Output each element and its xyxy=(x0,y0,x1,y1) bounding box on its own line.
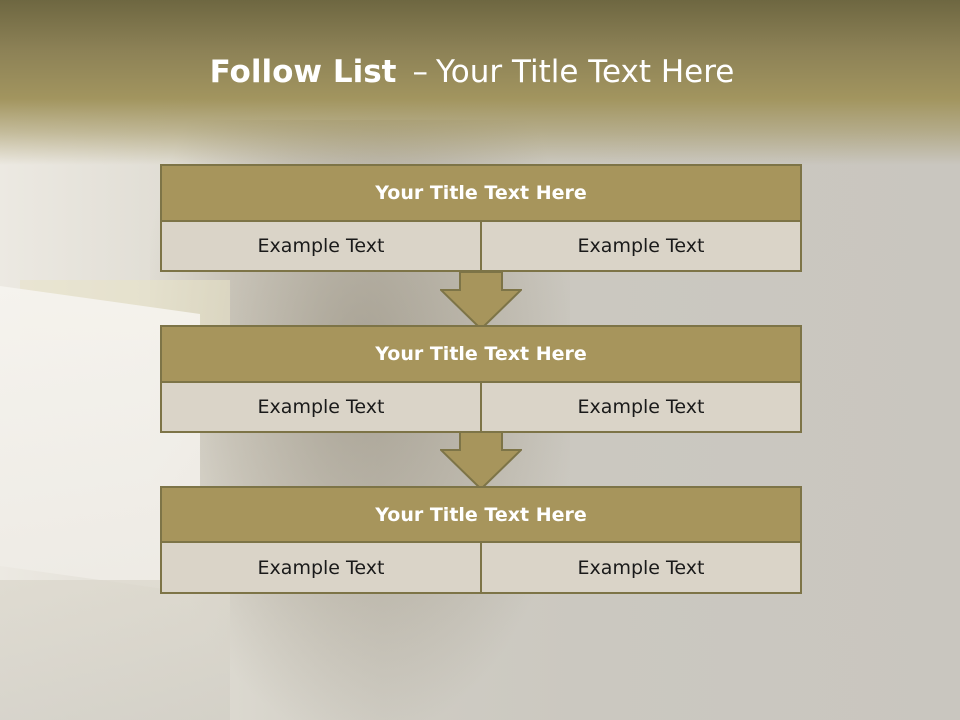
step-block-3: Your Title Text Here Example Text Exampl… xyxy=(160,486,802,594)
step-1-right-cell: Example Text xyxy=(480,222,800,270)
slide-title: Follow List–Your Title Text Here xyxy=(0,54,944,90)
slide-title-strong: Follow List xyxy=(209,54,397,90)
step-1-left-cell: Example Text xyxy=(162,222,480,270)
step-2-left-cell: Example Text xyxy=(162,383,480,431)
header-band xyxy=(0,0,960,165)
step-title-3: Your Title Text Here xyxy=(162,488,800,543)
step-row-2: Example Text Example Text xyxy=(162,383,800,431)
step-2-right-cell: Example Text xyxy=(480,383,800,431)
step-block-2: Your Title Text Here Example Text Exampl… xyxy=(160,325,802,433)
background-bag-bottom xyxy=(0,580,230,720)
slide-title-dash: – xyxy=(412,54,428,90)
step-title-2: Your Title Text Here xyxy=(162,327,800,383)
step-row-3: Example Text Example Text xyxy=(162,543,800,592)
down-arrow-icon-1 xyxy=(440,272,522,330)
step-block-1: Your Title Text Here Example Text Exampl… xyxy=(160,164,802,272)
step-3-right-cell: Example Text xyxy=(480,543,800,592)
down-arrow-icon-2 xyxy=(440,432,522,490)
step-3-left-cell: Example Text xyxy=(162,543,480,592)
step-title-1: Your Title Text Here xyxy=(162,166,800,222)
slide-title-rest: Your Title Text Here xyxy=(435,54,735,90)
step-row-1: Example Text Example Text xyxy=(162,222,800,270)
